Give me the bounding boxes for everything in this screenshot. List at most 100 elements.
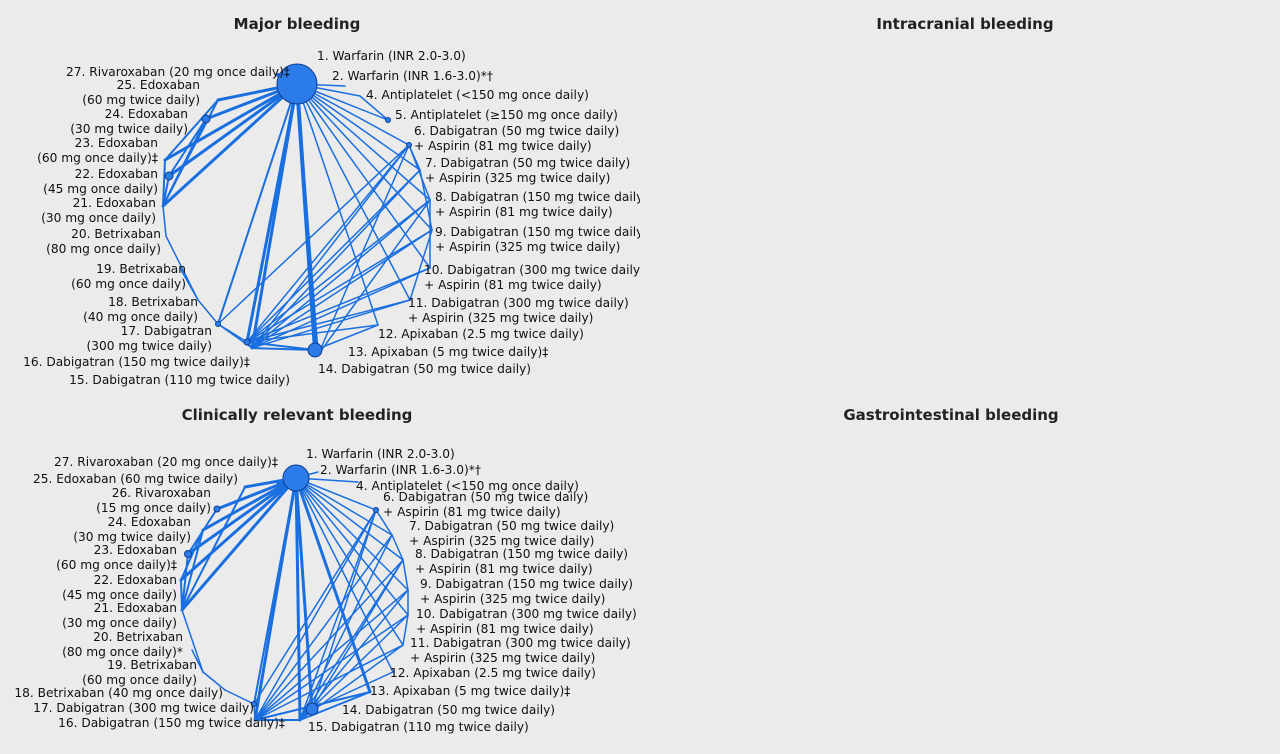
node-5: [385, 117, 391, 123]
node-label-18: 18. Betrixaban (40 mg once daily): [14, 686, 223, 700]
edge-10-11: [402, 614, 409, 646]
edge-1-8: [295, 477, 404, 561]
edge-13-15: [251, 347, 316, 351]
panel-title: Major bleeding: [233, 15, 361, 33]
edge-24-21: [181, 529, 204, 611]
edge-8-15: [299, 559, 404, 721]
node-label-14: 14. Dabigatran (50 mg twice daily): [342, 703, 556, 717]
node-label-11: 11. Dabigatran (300 mg twice daily) + As…: [410, 636, 631, 665]
node-label-2: 2. Warfarin (INR 1.6-3.0)*†: [332, 69, 493, 83]
node-24: [201, 114, 211, 124]
edge-23-21: [181, 553, 189, 611]
panel-clinically-relevant-bleeding: Clinically relevant bleeding 1. Warfarin…: [0, 390, 640, 754]
edge-1-12: [295, 477, 394, 673]
edge-19-18: [202, 671, 226, 691]
node-label-14: 14. Dabigatran (50 mg twice daily): [318, 362, 532, 376]
network-major-bleeding: [161, 63, 433, 358]
node-label-20: 20. Betrixaban (80 mg once daily)*: [62, 630, 183, 659]
node-23: [184, 550, 192, 558]
node-6: [406, 142, 412, 148]
node-label-26: 26. Rivaroxaban (15 mg once daily): [96, 486, 211, 515]
node-1: [282, 464, 310, 492]
edge-6-16: [254, 509, 377, 721]
edge-19-18: [179, 267, 199, 301]
edge-6-16: [246, 144, 410, 343]
network-intracranial-bleeding: [640, 0, 1280, 390]
node-label-16: 16. Dabigatran (150 mg twice daily)‡: [58, 716, 285, 730]
node-label-11: 11. Dabigatran (300 mg twice daily) + As…: [408, 296, 629, 325]
edge-1-11: [296, 83, 411, 301]
panel-major-bleeding: Major bleeding 1. Warfarin (INR 2.0-3.0)…: [0, 0, 640, 390]
edge-20-19: [191, 649, 204, 673]
edge-1-10: [296, 83, 431, 269]
edge-7-15: [251, 169, 421, 349]
panel-title: Intracranial bleeding: [876, 15, 1054, 33]
node-label-13: 13. Apixaban (5 mg twice daily)‡: [348, 345, 549, 359]
edge-10-15: [299, 614, 409, 721]
edge-11-16: [246, 299, 411, 343]
node-26: [213, 505, 221, 513]
edge-1-7: [295, 477, 393, 536]
node-label-24: 24. Edoxaban (30 mg twice daily): [73, 515, 191, 544]
network-gastrointestinal-bleeding: [640, 390, 1280, 754]
edge-18-17: [197, 299, 219, 325]
edge-1-12: [296, 83, 379, 326]
edge-22-21: [162, 175, 170, 207]
edge-12-16: [246, 324, 379, 343]
edge-6-17: [253, 509, 377, 705]
edge-12-13: [314, 324, 379, 351]
edge-1-22: [179, 476, 298, 582]
node-label-13: 13. Apixaban (5 mg twice daily)‡: [370, 684, 571, 698]
node-16: [243, 338, 251, 346]
edge-25-23: [164, 99, 219, 161]
node-label-6: 6. Dabigatran (50 mg twice daily) + Aspi…: [414, 124, 620, 153]
node-label-1: 1. Warfarin (INR 2.0-3.0): [317, 49, 466, 63]
edge-8-9: [402, 559, 409, 591]
edge-9-16: [246, 229, 433, 343]
node-label-4: 4. Antiplatelet (<150 mg once daily): [356, 479, 579, 493]
node-label-15: 15. Dabigatran (110 mg twice daily): [69, 373, 290, 387]
edge-1-6: [296, 83, 410, 146]
edge-1-9: [296, 83, 433, 231]
edge-10-15: [251, 267, 431, 349]
node-label-10: 10. Dabigatran (300 mg twice daily) + As…: [416, 607, 637, 636]
edge-5-4: [359, 95, 389, 121]
node-label-25: 25. Edoxaban (60 mg twice daily): [32, 472, 238, 486]
edge-8-16: [246, 199, 431, 343]
edge-6-8: [408, 144, 431, 201]
edge-1-15: [250, 82, 299, 350]
node-label-25: 25. Edoxaban (60 mg twice daily): [82, 78, 200, 107]
edge-18-17: [224, 689, 255, 705]
edge-1-9: [295, 477, 409, 591]
edge-9-11: [409, 229, 433, 301]
node-label-27: 27. Rivaroxaban (20 mg once daily)‡: [53, 455, 278, 469]
node-label-12: 12. Apixaban (2.5 mg twice daily): [378, 327, 584, 341]
edge-1-14: [294, 476, 314, 711]
node-label-12: 12. Apixaban (2.5 mg twice daily): [390, 666, 596, 680]
edge-6-7: [375, 509, 393, 536]
node-label-22: 22. Edoxaban (45 mg once daily): [62, 573, 177, 602]
edge-7-16: [254, 534, 393, 721]
edge-1-21: [161, 82, 299, 208]
node-13: [307, 342, 323, 358]
edge-6-15: [299, 509, 377, 721]
edge-23-21: [162, 159, 166, 207]
edge-1-13: [295, 82, 317, 352]
network-clinically-relevant-bleeding: [179, 464, 409, 722]
node-label-1: 1. Warfarin (INR 2.0-3.0): [306, 447, 455, 461]
edge-7-8: [391, 534, 404, 561]
edge-8-16: [254, 559, 404, 721]
edge-8-15: [251, 199, 431, 349]
edge-24-22: [168, 118, 207, 177]
edge-1-23: [186, 476, 298, 556]
node-label-23: 23. Edoxaban (60 mg once daily)‡: [37, 136, 158, 165]
node-label-27: 27. Rivaroxaban (20 mg once daily)‡: [65, 65, 290, 79]
node-label-17: 17. Dabigatran (300 mg twice daily): [33, 701, 254, 715]
edge-1-24: [201, 476, 298, 532]
node-17: [215, 321, 221, 327]
node-label-9: 9. Dabigatran (150 mg twice daily) + Asp…: [420, 577, 634, 606]
node-label-6: 6. Dabigatran (50 mg twice daily) + Aspi…: [383, 490, 589, 519]
edge-21-20: [162, 205, 167, 237]
node-label-9: 9. Dabigatran (150 mg twice daily) + Asp…: [435, 225, 640, 254]
edge-1-26: [215, 476, 298, 511]
